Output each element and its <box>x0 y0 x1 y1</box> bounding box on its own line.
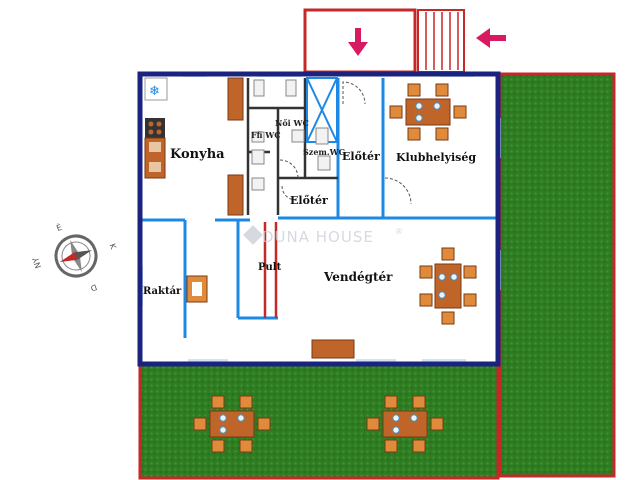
chair <box>435 83 449 97</box>
compass-label-n: É <box>55 221 64 233</box>
chair <box>366 417 380 431</box>
plate <box>415 114 423 122</box>
compass-label-d: D <box>89 282 98 293</box>
plate <box>415 102 423 110</box>
dining-tables <box>193 83 477 453</box>
kitchen-fixtures: ❄ <box>144 77 244 216</box>
chair <box>453 105 467 119</box>
chair <box>211 395 225 409</box>
chair <box>419 293 433 307</box>
chair <box>463 265 477 279</box>
chair <box>389 105 403 119</box>
chair <box>419 265 433 279</box>
outer-walls <box>137 71 501 367</box>
compass-label-ny: NY <box>31 256 43 269</box>
sideboard <box>311 339 355 359</box>
plate <box>433 102 441 110</box>
plate <box>438 273 446 281</box>
entrance-area <box>303 8 465 74</box>
plate <box>392 426 400 434</box>
dining-set <box>419 247 477 325</box>
chair <box>435 127 449 141</box>
plate <box>219 426 227 434</box>
room-label-szem-wc: Szem.WC <box>303 147 345 157</box>
dining-set <box>389 83 467 141</box>
wc-fixtures <box>251 79 331 191</box>
lawn-right <box>498 72 616 478</box>
chair <box>407 83 421 97</box>
plate <box>392 414 400 422</box>
chair <box>430 417 444 431</box>
room-label-eloter-top: Előtér <box>342 150 380 163</box>
entry-arrow-down-icon <box>348 28 368 56</box>
plate <box>438 291 446 299</box>
dining-set <box>193 395 271 453</box>
chair <box>412 395 426 409</box>
room-label-konyha: Konyha <box>170 147 225 162</box>
plate <box>410 414 418 422</box>
room-label-vendegter: Vendégtér <box>323 270 393 284</box>
plate <box>237 414 245 422</box>
watermark: DUNA HOUSE ® <box>243 225 404 246</box>
chair <box>239 439 253 453</box>
compass-label-k: K <box>108 242 119 251</box>
compass-icon <box>54 234 98 278</box>
plate <box>450 273 458 281</box>
watermark-registered: ® <box>395 227 404 236</box>
snowflake-icon: ❄ <box>149 84 160 99</box>
chair <box>441 247 455 261</box>
door-swings <box>279 81 412 205</box>
table <box>405 98 451 126</box>
chair <box>412 439 426 453</box>
chair <box>257 417 271 431</box>
room-label-eloter-mid: Előtér <box>290 194 328 207</box>
chair <box>239 395 253 409</box>
pult-counter <box>263 222 278 318</box>
chair <box>193 417 207 431</box>
storage-fixture <box>186 275 208 303</box>
chair <box>463 293 477 307</box>
table <box>434 263 462 309</box>
table <box>382 410 428 438</box>
chair <box>407 127 421 141</box>
watermark-text: DUNA HOUSE <box>262 228 374 246</box>
chair <box>211 439 225 453</box>
table <box>209 410 255 438</box>
chair <box>441 311 455 325</box>
room-label-ffi-wc: Ffi WC <box>251 130 281 140</box>
room-label-pult: Pult <box>258 262 282 273</box>
room-label-raktar: Raktár <box>143 286 182 297</box>
room-label-noi-wc: Női WC <box>275 118 309 128</box>
dining-set <box>366 395 444 453</box>
vestibule-box <box>306 77 338 143</box>
room-label-klubhelyiseg: Klubhelyiség <box>396 151 476 164</box>
plate <box>219 414 227 422</box>
chair <box>384 439 398 453</box>
entry-arrow-left-icon <box>476 28 506 48</box>
chair <box>384 395 398 409</box>
